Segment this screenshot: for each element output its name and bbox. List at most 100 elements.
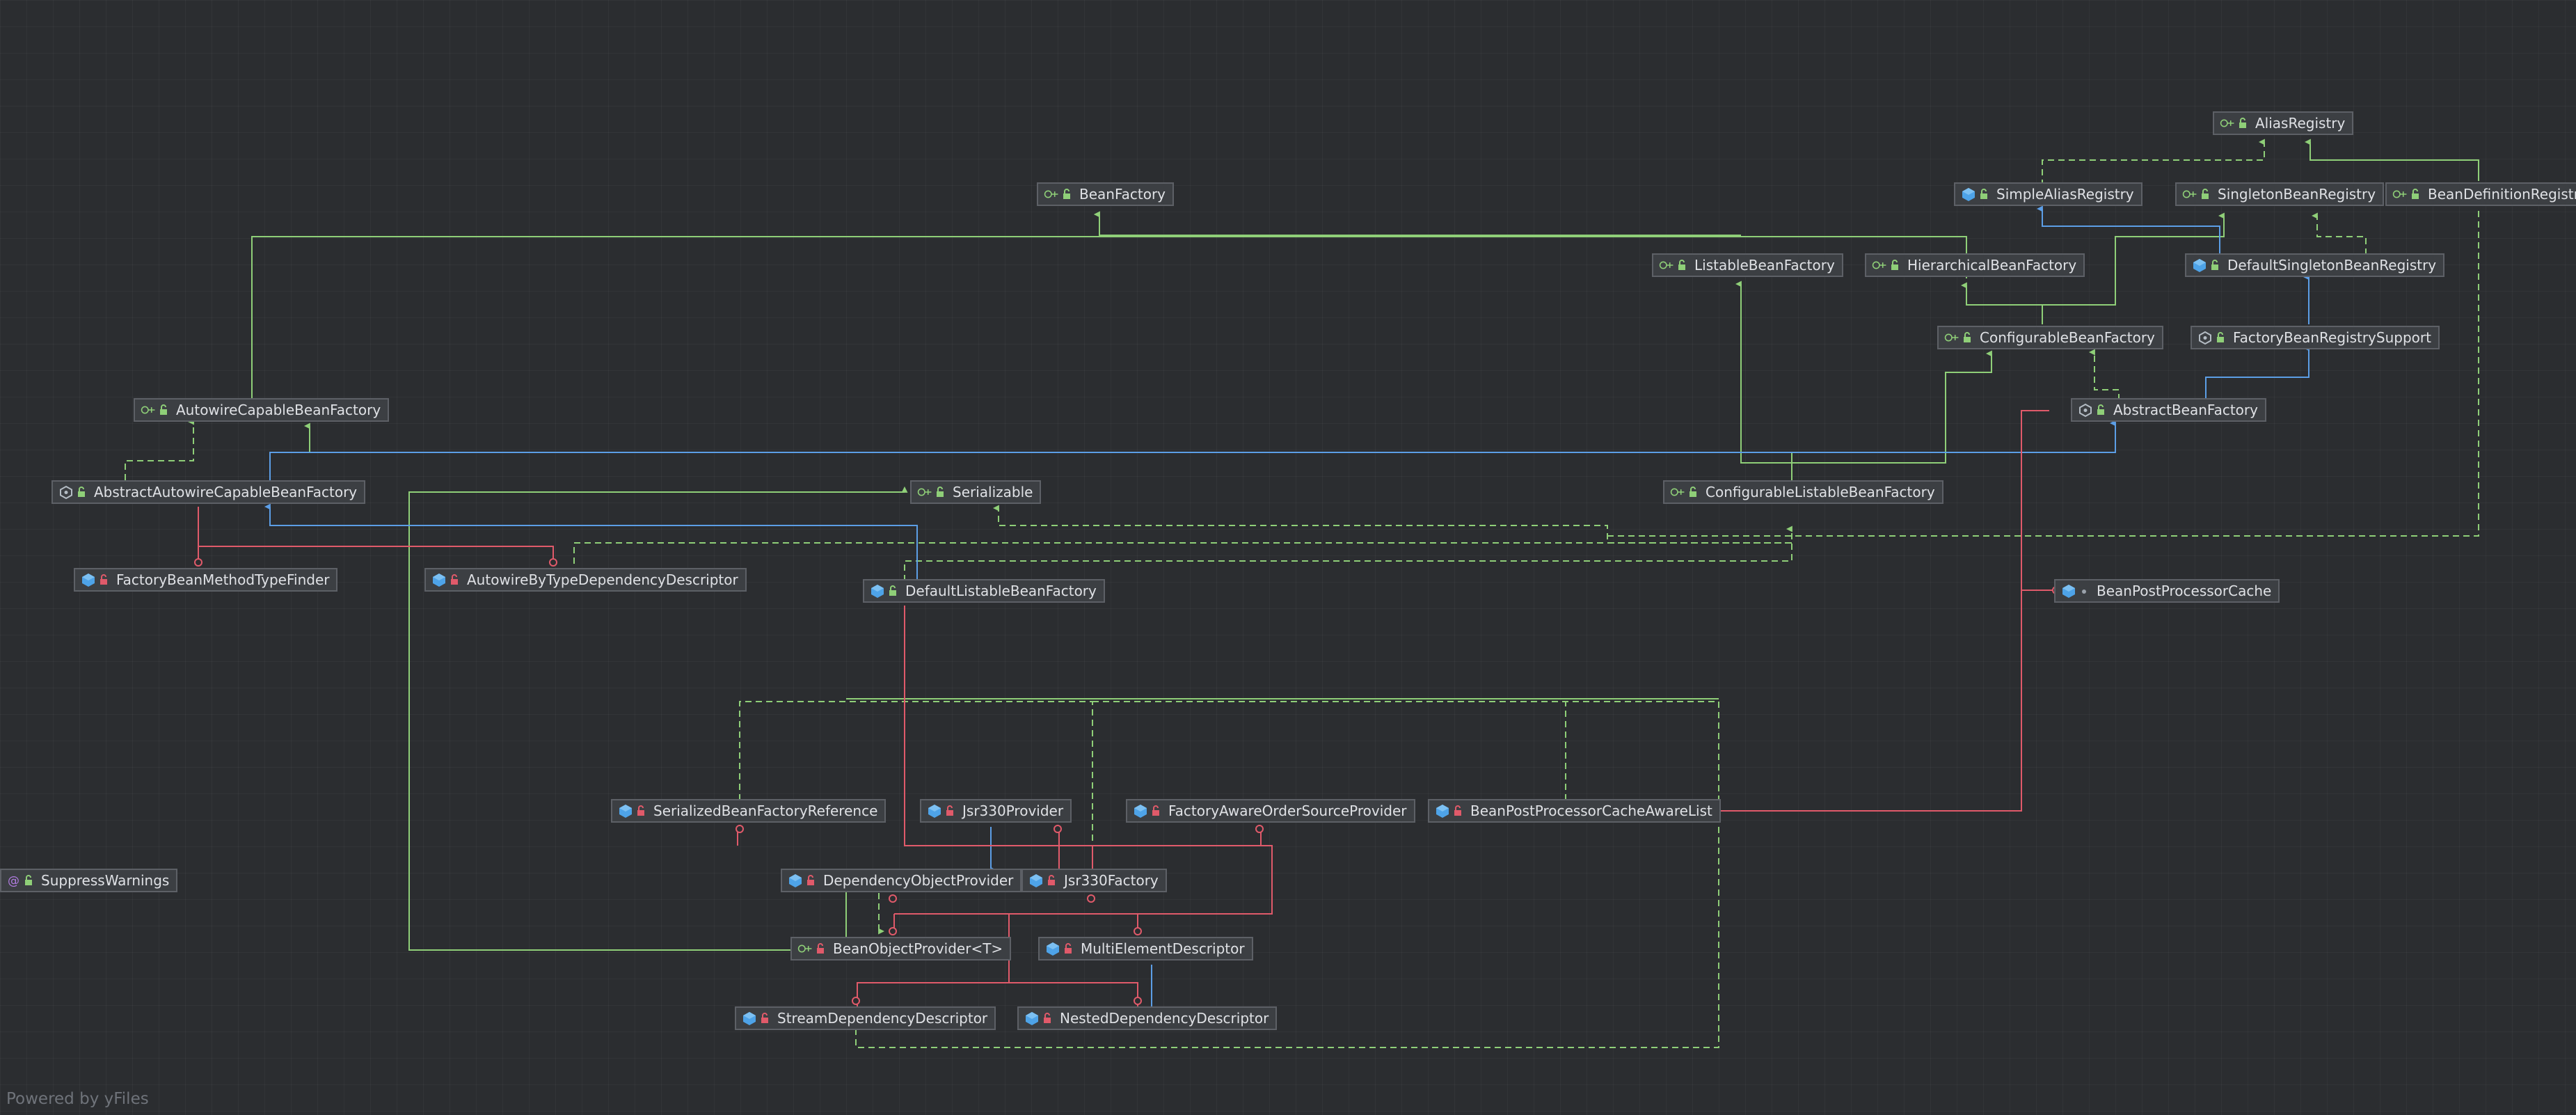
node-factory-aware-order-source-provider[interactable]: FactoryAwareOrderSourceProvider bbox=[1126, 799, 1415, 823]
node-serializable[interactable]: Serializable bbox=[910, 480, 1042, 504]
interface-icon bbox=[141, 406, 155, 414]
node-bean-definition-registry[interactable]: BeanDefinitionRegistry bbox=[2385, 182, 2576, 206]
node-label: AbstractAutowireCapableBeanFactory bbox=[94, 484, 358, 500]
node-configurable-listable-bean-factory[interactable]: ConfigurableListableBeanFactory bbox=[1663, 480, 1943, 504]
node-label: DependencyObjectProvider bbox=[823, 872, 1014, 889]
node-multi-element-descriptor[interactable]: MultiElementDescriptor bbox=[1038, 937, 1253, 960]
node-singleton-bean-registry[interactable]: SingletonBeanRegistry bbox=[2175, 182, 2385, 206]
node-jsr330-provider[interactable]: Jsr330Provider bbox=[920, 799, 1072, 823]
class-icon bbox=[1047, 942, 1059, 956]
public-visibility-icon bbox=[1964, 332, 1971, 342]
node-dependency-object-provider[interactable]: DependencyObjectProvider bbox=[781, 869, 1022, 892]
node-default-singleton-bean-registry[interactable]: DefaultSingletonBeanRegistry bbox=[2185, 253, 2445, 277]
node-bean-post-processor-cache-aware-list[interactable]: BeanPostProcessorCacheAwareList bbox=[1428, 799, 1721, 823]
private-visibility-icon bbox=[817, 943, 824, 954]
interface-icon bbox=[1659, 261, 1673, 269]
node-label: BeanPostProcessorCacheAwareList bbox=[1470, 802, 1712, 819]
edge-confListable-to-listable bbox=[1735, 280, 1792, 480]
node-simple-alias-registry[interactable]: SimpleAliasRegistry bbox=[1954, 182, 2142, 206]
node-configurable-bean-factory[interactable]: ConfigurableBeanFactory bbox=[1937, 326, 2163, 349]
private-visibility-icon bbox=[1065, 943, 1072, 954]
node-autowire-capable-bean-factory[interactable]: AutowireCapableBeanFactory bbox=[134, 398, 390, 422]
edge-beanDefReg-to-alias bbox=[2304, 139, 2479, 181]
node-label: SerializedBeanFactoryReference bbox=[653, 802, 878, 819]
node-bean-post-processor-cache[interactable]: BeanPostProcessorCache bbox=[2054, 579, 2280, 603]
private-visibility-icon bbox=[1454, 805, 1461, 816]
node-label: DefaultListableBeanFactory bbox=[905, 583, 1097, 599]
class-icon bbox=[2193, 259, 2206, 272]
node-factory-bean-method-type-finder[interactable]: FactoryBeanMethodTypeFinder bbox=[74, 568, 338, 592]
node-label: SimpleAliasRegistry bbox=[1996, 186, 2134, 203]
powered-by-label: Powered by yFiles bbox=[6, 1090, 149, 1108]
node-label: SuppressWarnings bbox=[41, 872, 170, 889]
edge-abf-inner-bpccal bbox=[1712, 410, 2049, 812]
abstract-class-icon bbox=[60, 485, 72, 500]
node-label: AutowireCapableBeanFactory bbox=[176, 402, 381, 418]
node-serialized-bean-factory-reference[interactable]: SerializedBeanFactoryReference bbox=[611, 799, 887, 823]
class-icon bbox=[1134, 805, 1147, 818]
class-icon bbox=[1026, 1012, 1038, 1025]
node-suppress-warnings[interactable]: @ SuppressWarnings bbox=[0, 869, 178, 892]
public-visibility-icon bbox=[1980, 189, 1987, 199]
edge-dlbf-impl-serializable bbox=[992, 505, 1792, 544]
node-label: Jsr330Provider bbox=[962, 802, 1064, 819]
node-listable-bean-factory[interactable]: ListableBeanFactory bbox=[1652, 253, 1843, 277]
node-label: AutowireByTypeDependencyDescriptor bbox=[467, 571, 738, 588]
class-icon bbox=[82, 574, 95, 587]
node-alias-registry[interactable]: AliasRegistry bbox=[2213, 111, 2354, 135]
node-label: NestedDependencyDescriptor bbox=[1060, 1010, 1269, 1027]
private-visibility-icon bbox=[637, 805, 644, 816]
package-visibility-icon bbox=[2082, 590, 2086, 594]
node-label: Serializable bbox=[953, 484, 1033, 500]
node-label: ConfigurableListableBeanFactory bbox=[1706, 484, 1935, 500]
annotation-icon: @ bbox=[8, 874, 19, 888]
edge-dlbf-to-aacbf bbox=[264, 503, 918, 581]
node-bean-factory[interactable]: BeanFactory bbox=[1037, 182, 1175, 206]
class-icon bbox=[1962, 188, 1975, 201]
node-abstract-autowire-capable-bean-factory[interactable]: AbstractAutowireCapableBeanFactory bbox=[51, 480, 366, 504]
edge-dlbf-inner-bus bbox=[894, 606, 1273, 915]
node-hierarchical-bean-factory[interactable]: HierarchicalBeanFactory bbox=[1865, 253, 2085, 277]
node-stream-dependency-descriptor[interactable]: StreamDependencyDescriptor bbox=[735, 1006, 996, 1030]
class-extends-edges bbox=[264, 205, 2309, 1013]
node-label: DefaultSingletonBeanRegistry bbox=[2227, 257, 2437, 274]
private-visibility-icon bbox=[1152, 805, 1159, 816]
node-nested-dependency-descriptor[interactable]: NestedDependencyDescriptor bbox=[1017, 1006, 1278, 1030]
node-bean-object-provider[interactable]: BeanObjectProvider<T> bbox=[790, 937, 1012, 960]
node-label: ListableBeanFactory bbox=[1694, 257, 1835, 274]
class-icon bbox=[789, 874, 802, 887]
public-visibility-icon bbox=[2097, 404, 2104, 415]
node-jsr330-factory[interactable]: Jsr330Factory bbox=[1021, 869, 1167, 892]
node-factory-bean-registry-support[interactable]: FactoryBeanRegistrySupport bbox=[2191, 326, 2440, 349]
node-label: FactoryBeanRegistrySupport bbox=[2233, 329, 2431, 346]
private-visibility-icon bbox=[807, 875, 814, 885]
interface-icon bbox=[1044, 190, 1058, 198]
public-visibility-icon bbox=[889, 585, 896, 596]
node-abstract-bean-factory[interactable]: AbstractBeanFactory bbox=[2071, 398, 2266, 422]
edge-beanobjectprovider-to-serializable bbox=[408, 486, 908, 951]
class-icon bbox=[619, 805, 632, 818]
abstract-class-icon bbox=[2079, 403, 2092, 418]
edge-ndd-inner bbox=[1009, 982, 1138, 1006]
class-icon bbox=[433, 574, 445, 587]
node-label: ConfigurableBeanFactory bbox=[1980, 329, 2155, 346]
private-visibility-icon bbox=[451, 574, 458, 585]
class-icon bbox=[1436, 805, 1449, 818]
interface-icon bbox=[2392, 190, 2407, 198]
node-autowire-by-type-dependency-descriptor[interactable]: AutowireByTypeDependencyDescriptor bbox=[424, 568, 747, 592]
edge-aacbf-inner-autowireByType bbox=[198, 546, 554, 564]
edge-confListable-to-configurable bbox=[1792, 350, 1992, 464]
node-label: BeanFactory bbox=[1079, 186, 1166, 203]
interface-icon bbox=[797, 944, 812, 953]
public-visibility-icon bbox=[2217, 332, 2224, 342]
interface-icon bbox=[1872, 261, 1886, 269]
class-icon bbox=[871, 585, 884, 598]
public-visibility-icon bbox=[1678, 260, 1685, 270]
abstract-class-icon bbox=[2199, 331, 2211, 345]
node-default-listable-bean-factory[interactable]: DefaultListableBeanFactory bbox=[863, 579, 1105, 603]
node-label: BeanPostProcessorCache bbox=[2097, 583, 2272, 599]
edge-autowire-to-beanfactory bbox=[251, 211, 1100, 411]
class-icon bbox=[2062, 585, 2075, 598]
node-label: BeanObjectProvider<T> bbox=[833, 940, 1003, 957]
edge-dsbr-to-simplealias bbox=[2036, 205, 2220, 255]
